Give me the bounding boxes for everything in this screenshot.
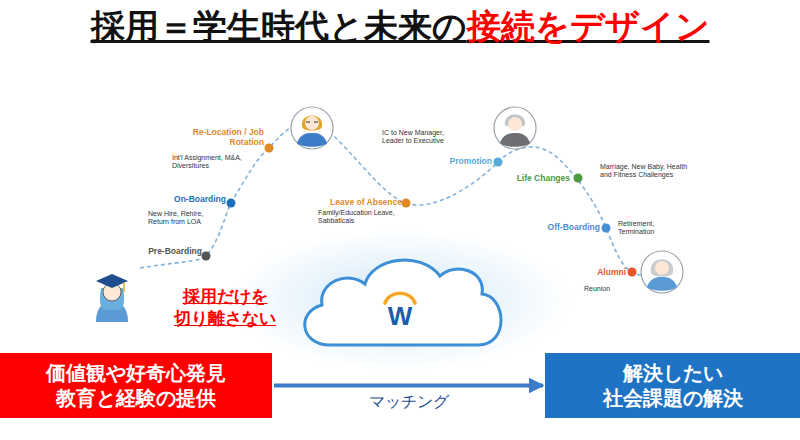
person-glasses [306, 121, 318, 122]
stage-detail: IC to New Manager, Leader to Executive [382, 129, 464, 146]
title-part: 採用＝学生時代と未来の [91, 7, 467, 45]
graduate-cap [96, 274, 128, 288]
stage-dot [628, 268, 637, 277]
stage-label: On-Boarding [150, 194, 226, 204]
graduate-icon [96, 274, 128, 322]
edge-label: マッチング [365, 392, 453, 413]
stage-detail: Retirement, Termination [618, 220, 688, 237]
person-frame [641, 251, 683, 293]
person-body [500, 133, 530, 147]
process-box: 解決したい 社会課題の解決 [545, 353, 800, 418]
stage-dot [494, 158, 503, 167]
person-face [305, 116, 319, 130]
stage-dot [202, 252, 211, 261]
title-part: 接続をデザイン [467, 7, 710, 45]
logo-letter: W [380, 300, 420, 334]
person-body [647, 277, 677, 291]
box-text: 価値観や好奇心発見 教育と経験の提供 [10, 361, 262, 411]
journey-curve [140, 122, 652, 276]
stage-dots [202, 144, 637, 277]
person-face [655, 261, 669, 275]
stage-label: Alumni [580, 267, 626, 277]
box-text: 解決したい 社会課題の解決 [555, 361, 790, 411]
stage-dot [265, 144, 274, 153]
stage-detail: New Hire, Rehire, Return from LOA [148, 210, 220, 227]
stage-dot [402, 199, 411, 208]
person-hair [651, 259, 673, 276]
stage-dot [574, 174, 583, 183]
person-frame [494, 107, 536, 149]
callout-note: 採用だけを 切り離さない [150, 286, 300, 330]
stage-label: Leave of Absence [316, 197, 402, 207]
stage-detail: Reunion [584, 285, 644, 293]
person-hair [302, 116, 322, 131]
stage-label: Re-Location / Job Rotation [186, 127, 264, 147]
stage-label: Off-Boarding [528, 222, 600, 232]
cloud-glow [230, 230, 570, 370]
person-icon [291, 107, 333, 149]
stage-label: Life Changes [506, 173, 570, 183]
stage-dot [602, 224, 611, 233]
person-icon [494, 107, 536, 149]
stage-dot [227, 199, 236, 208]
stage-label: Promotion [430, 156, 492, 166]
cloud-shape [305, 260, 501, 345]
person-face [508, 117, 522, 131]
stage-detail: Marriage, New Baby, Health and Fitness C… [600, 163, 692, 180]
stage-label: Pre-Boarding [140, 246, 202, 256]
process-box: 価値観や好奇心発見 教育と経験の提供 [0, 353, 272, 418]
person-body [297, 133, 327, 147]
person-icon [641, 251, 683, 293]
person-frame [291, 107, 333, 149]
title: 採用＝学生時代と未来の接続をデザイン [0, 4, 800, 50]
graduate-tassel [123, 282, 124, 292]
stage-detail: Family/Education Leave, Sabbaticals [318, 209, 404, 226]
connector-arrow [274, 384, 543, 388]
stage-detail: Int'l Assignment, M&A, Diversitures [172, 154, 244, 171]
